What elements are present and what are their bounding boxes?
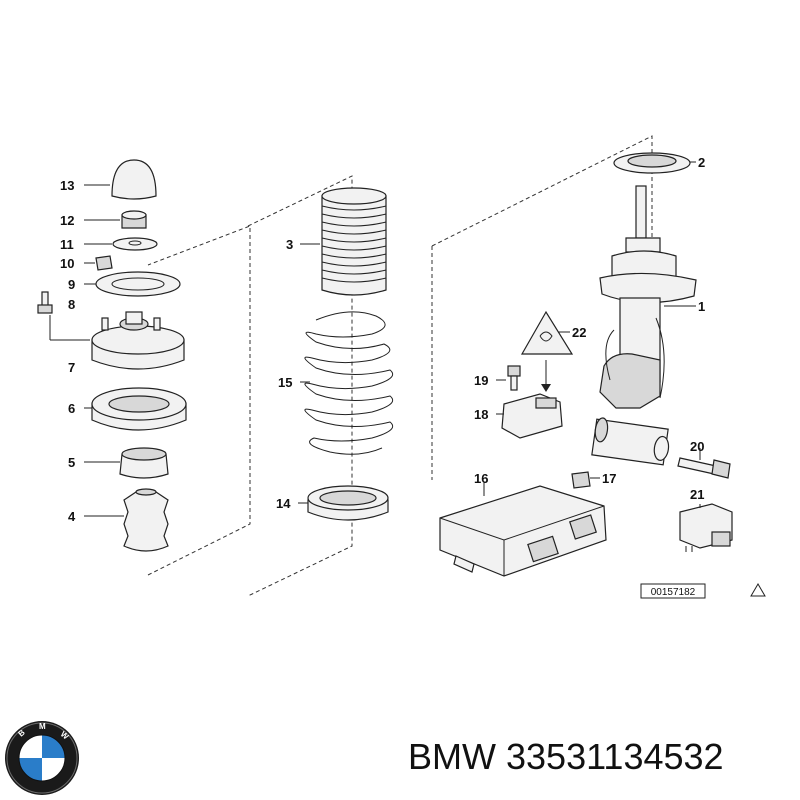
bmw-roundel-icon: B M W: [5, 721, 79, 795]
part-4-bump-stop: [84, 488, 169, 552]
part-17-nut: [571, 471, 600, 489]
callout-1: 1: [698, 299, 705, 314]
callout-17: 17: [602, 471, 616, 486]
brand-name: BMW: [408, 736, 496, 777]
callout-18: 18: [474, 407, 488, 422]
part-20-bolt: [677, 448, 731, 479]
part-1-shock-absorber: [591, 185, 697, 466]
part-9-mounting-plate: [84, 271, 181, 297]
part-21-relay: [679, 503, 733, 552]
callout-7: 7: [68, 360, 75, 375]
part-2-stop-ring: [613, 152, 696, 174]
callout-10: 10: [60, 256, 74, 271]
part-18-sensor: [496, 393, 563, 439]
warning-triangle-icon: [750, 583, 766, 597]
callout-11: 11: [60, 237, 74, 252]
part-8-bolt: [37, 291, 53, 340]
part-13-dust-cap: [84, 159, 157, 200]
part-11-washer: [84, 237, 158, 251]
callout-9: 9: [68, 277, 75, 292]
group-outline-middle: [247, 175, 353, 597]
callout-2: 2: [698, 155, 705, 170]
part-number-caption: BMW 33531134532: [408, 736, 724, 778]
part-7-strut-mount: [50, 311, 185, 370]
callout-6: 6: [68, 401, 75, 416]
callout-13: 13: [60, 178, 74, 193]
diagram-reference-box: 00157182: [640, 583, 706, 599]
callout-14: 14: [276, 496, 291, 511]
callout-8: 8: [68, 297, 75, 312]
callout-5: 5: [68, 455, 75, 470]
callout-3: 3: [286, 237, 293, 252]
part-6-spring-seat: [84, 387, 187, 431]
callout-15: 15: [278, 375, 292, 390]
callout-16: 16: [474, 471, 488, 486]
part-14-spring-pad: [298, 485, 389, 521]
diagram-ref-number: 00157182: [651, 587, 696, 598]
svg-text:M: M: [39, 722, 46, 731]
callout-4: 4: [68, 509, 76, 524]
part-22-warning-label: [520, 310, 574, 392]
part-3-protective-boot: [300, 187, 387, 296]
part-5-bump-cup: [84, 447, 169, 479]
part-15-coil-spring: [300, 311, 394, 455]
callout-22: 22: [572, 325, 586, 340]
part-12-nut: [84, 210, 147, 229]
part-10-hex-nut: [84, 255, 113, 271]
callout-19: 19: [474, 373, 488, 388]
part-number: 33531134532: [506, 736, 724, 777]
callout-12: 12: [60, 213, 74, 228]
group-outline-right: [431, 135, 653, 480]
group-outline-left: [147, 225, 251, 576]
callout-20: 20: [690, 439, 704, 454]
logo-lettering: B M W: [17, 722, 71, 742]
callout-21: 21: [690, 487, 704, 502]
svg-text:W: W: [59, 730, 71, 742]
svg-text:B: B: [17, 728, 27, 739]
part-19-screw: [496, 365, 521, 391]
part-16-control-unit: [439, 482, 607, 577]
